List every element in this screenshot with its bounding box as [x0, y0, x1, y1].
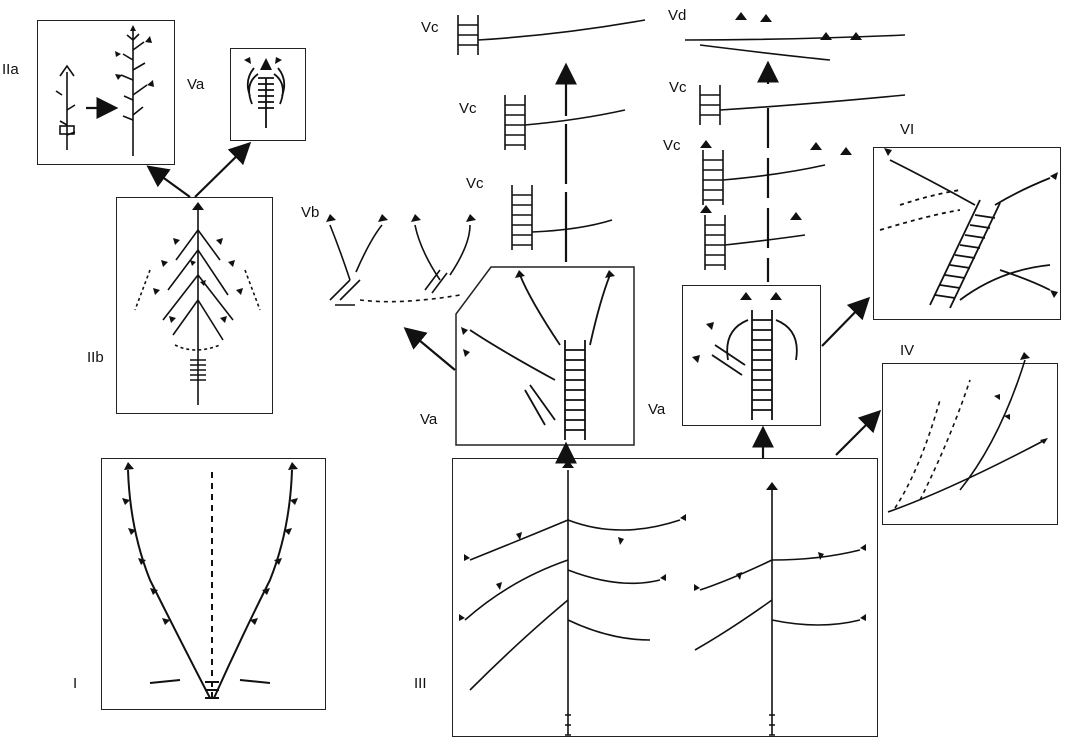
- panel-IIa: [37, 20, 175, 165]
- panel-IV: [882, 363, 1058, 525]
- Vb-shoot: [329, 224, 471, 306]
- label-Va-middle: Va: [420, 411, 438, 428]
- IIa-shoots: [55, 30, 148, 156]
- label-VI: VI: [900, 121, 915, 138]
- I-plant: [127, 469, 293, 699]
- label-I: I: [73, 675, 78, 692]
- VI-shoot: [879, 159, 1051, 309]
- label-IV: IV: [900, 342, 915, 359]
- III-trees: [464, 470, 861, 736]
- label-Vd: Vd: [668, 7, 687, 24]
- panel-III: [452, 458, 878, 737]
- Va-middle-shoot: [469, 274, 611, 440]
- label-III: III: [414, 675, 427, 692]
- label-Va-right: Va: [648, 401, 666, 418]
- Va-small-shoot: [246, 67, 286, 128]
- label-Vc-5: Vc: [663, 137, 681, 154]
- label-Vb: Vb: [301, 204, 320, 221]
- Vc-right-column: [684, 34, 906, 270]
- label-Vc-3: Vc: [466, 175, 484, 192]
- label-IIb: IIb: [87, 349, 104, 366]
- label-IIa: IIa: [2, 61, 19, 78]
- panel-I: [101, 458, 326, 710]
- Vc-left-column: [457, 15, 646, 250]
- IV-shoot: [887, 359, 1046, 513]
- label-Vc-4: Vc: [669, 79, 687, 96]
- panel-Va-middle: [455, 266, 635, 446]
- panel-VI: [873, 147, 1061, 320]
- label-Vc-2: Vc: [459, 100, 477, 117]
- Va-right-shoot: [711, 310, 798, 420]
- IIb-tree: [134, 210, 261, 405]
- label-Vc-1: Vc: [421, 19, 439, 36]
- label-Va-left: Va: [187, 76, 205, 93]
